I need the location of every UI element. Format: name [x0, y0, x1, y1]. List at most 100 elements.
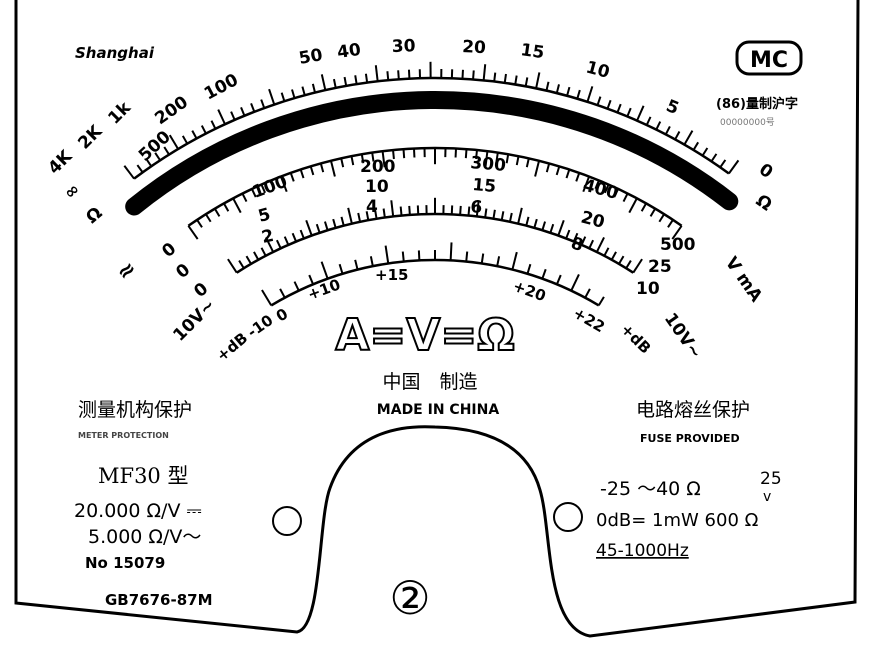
- db-scale-tick: [541, 268, 547, 280]
- volt-scale-tick: [270, 180, 276, 190]
- volt-scale-tick: [613, 188, 619, 198]
- volt-lower-scale-tick: [357, 212, 362, 223]
- ohm-scale-tick: [145, 158, 153, 167]
- meter-protection-en: METER PROTECTION: [78, 431, 169, 440]
- license-number: 00000000号: [720, 117, 775, 128]
- ohm-scale-tick: [291, 89, 296, 99]
- model-label: MF30 型: [98, 464, 188, 488]
- volt-lower-scale-tick: [382, 208, 386, 218]
- db-scale-tick: [465, 251, 469, 262]
- ohm-scale-tick: [683, 130, 694, 146]
- db-scale-tick: [511, 251, 518, 270]
- volt-lower-scale-tick: [227, 258, 238, 274]
- volt-lower-scale-tick: [265, 237, 275, 253]
- db-scale-tick: [279, 288, 286, 299]
- volt-lower-scale-tick: [347, 207, 353, 224]
- ohm-scale-tick: [596, 96, 602, 106]
- ohm-scale-tick: [586, 86, 594, 103]
- ohm-scale-tick: [240, 107, 246, 117]
- volt-label: 10: [636, 279, 660, 299]
- volt-scale-tick: [640, 202, 647, 212]
- db-scale-tick: [354, 259, 359, 270]
- db-scale-tick: [496, 256, 501, 267]
- volt-scale-tick: [360, 154, 365, 164]
- volt-lower-scale-tick: [549, 223, 555, 234]
- volt-scale-tick: [603, 184, 610, 194]
- volt-scale-tick: [495, 152, 499, 162]
- volt-scale-tick: [464, 149, 468, 159]
- volt-lower-scale-tick: [408, 205, 411, 215]
- ohm-label: 50: [297, 45, 324, 69]
- ohm-scale-tick: [636, 105, 645, 122]
- db-scale-tick: [570, 273, 580, 292]
- dial-outline: [14, 0, 860, 638]
- volt-scale-tick: [299, 169, 305, 179]
- ohm-scale-tick: [655, 121, 662, 131]
- left-info: 测量机构保护 METER PROTECTION MF30 型 20.000 Ω/…: [74, 399, 213, 609]
- ohm-scale-tick: [154, 152, 161, 161]
- ohm-scale-tick: [320, 74, 327, 91]
- center-mark-arrow: v: [763, 489, 771, 505]
- volt-lower-scale-tick: [525, 216, 530, 226]
- brand-city: Shanghai: [75, 44, 155, 62]
- volt-lower-scale-tick: [374, 209, 378, 219]
- standard-number: GB7676-87M: [105, 591, 213, 609]
- volt-lower-scale-tick: [500, 211, 505, 221]
- volt-lower-scale-tick: [610, 251, 617, 261]
- volt-scale-tick: [671, 225, 683, 240]
- volt-label: 2: [260, 226, 276, 248]
- meter-protection-cn: 测量机构保护: [78, 399, 192, 421]
- volt-scale-tick: [330, 160, 336, 177]
- db-scale-tick: [449, 242, 453, 261]
- volt-lower-scale-tick: [618, 255, 625, 265]
- center-mark: 25: [760, 469, 782, 489]
- volt-scale-tick: [622, 193, 629, 203]
- volt-lower-scale-tick: [291, 232, 297, 242]
- temperature-range: -25 ～40 Ω: [600, 478, 701, 500]
- volt-lower-scale-tick: [484, 208, 488, 218]
- ohm-scale-tick: [354, 75, 358, 85]
- volt-label: 100: [250, 172, 290, 203]
- ohm-scale-tick: [472, 70, 475, 80]
- ohm-scale-tick: [397, 70, 400, 80]
- ohm-label: 5: [663, 96, 681, 119]
- zero-adjust-hole-left[interactable]: [272, 506, 302, 536]
- zero-label: 0: [172, 260, 194, 283]
- db-scale-tick: [597, 296, 605, 306]
- fuse-protection-cn: 电路熔丝保护: [636, 399, 750, 421]
- volt-scale-tick: [309, 166, 315, 176]
- volt-scale-tick: [555, 166, 561, 176]
- db-scale-tick: [320, 261, 329, 280]
- ac-sensitivity: 5.000 Ω/V～: [88, 526, 201, 548]
- avo-symbol: A=V=Ω: [335, 310, 514, 361]
- volt-lower-scale-tick: [533, 218, 538, 229]
- volt-lower-scale-tick: [625, 260, 632, 269]
- volt-scale-tick: [594, 180, 600, 190]
- volt-label: 300: [470, 153, 507, 176]
- ohm-scale-tick: [493, 72, 497, 82]
- range-number: ②: [389, 571, 430, 625]
- ohm-label: 40: [336, 40, 362, 63]
- db-scale-tick: [556, 274, 562, 285]
- volt-scale-tick: [196, 219, 203, 228]
- volt-scale-tick: [232, 197, 242, 214]
- volt-scale-tick: [289, 172, 295, 182]
- ohm-scale-tick: [606, 99, 612, 110]
- made-in-china-cn: 中国 制造: [382, 371, 477, 393]
- db-scale-tick: [338, 263, 344, 275]
- volt-label: 4: [366, 197, 378, 217]
- db-label: +20: [511, 277, 549, 305]
- ohm-scale-tick: [332, 78, 337, 89]
- volt-lower-scale-tick: [390, 200, 395, 217]
- ohm-scale-tick: [566, 86, 571, 97]
- db-reference: 0dB= 1mW 600 Ω: [596, 510, 759, 531]
- db-label: +dB: [213, 329, 251, 365]
- zero-adjust-hole-right[interactable]: [553, 502, 583, 532]
- ohm-scale-tick: [555, 84, 560, 94]
- volt-scale-tick: [279, 176, 288, 193]
- volt-label: 400: [581, 176, 621, 205]
- db-label: -10: [244, 311, 277, 341]
- db-scale-tick: [261, 289, 273, 306]
- volt-scale-tick: [545, 163, 551, 173]
